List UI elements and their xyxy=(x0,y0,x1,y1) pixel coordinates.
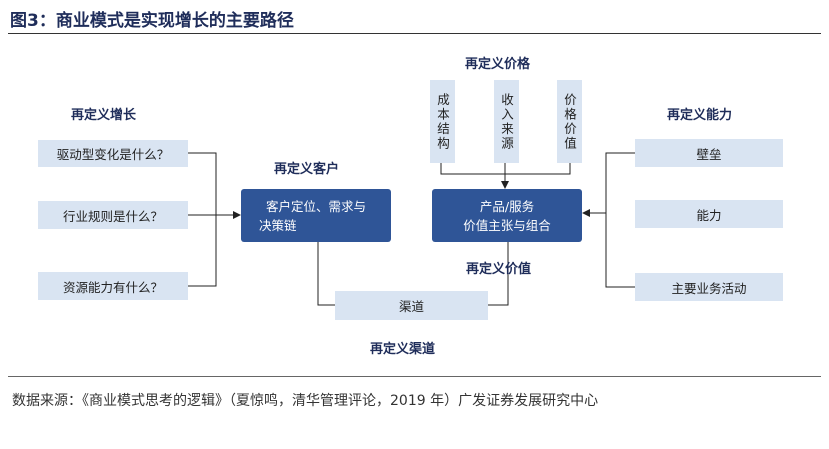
value-box-line-2: 价值主张与组合 xyxy=(463,217,551,233)
capability-item-ability: 能力 xyxy=(635,200,783,228)
bottom-divider xyxy=(8,376,821,377)
top-divider xyxy=(8,33,821,34)
channel-heading: 再定义渠道 xyxy=(370,342,436,357)
growth-heading: 再定义增长 xyxy=(71,108,137,123)
capability-connector xyxy=(605,152,635,288)
growth-question-3: 资源能力有什么？ xyxy=(38,272,188,300)
customer-box-line-1: 客户定位、需求与 xyxy=(265,198,366,214)
price-item-value: 价格价值 xyxy=(557,80,582,163)
customer-channel-connector xyxy=(317,242,335,306)
capability-heading: 再定义能力 xyxy=(667,108,733,123)
customer-box: 客户定位、需求与 决策链 xyxy=(241,189,391,242)
growth-question-2: 行业规则是什么？ xyxy=(38,201,188,229)
capability-item-activities: 主要业务活动 xyxy=(635,273,783,301)
price-item-revenue: 收入来源 xyxy=(494,80,519,163)
value-heading: 再定义价值 xyxy=(466,262,532,277)
value-box-line-1: 产品/服务 xyxy=(479,198,535,214)
channel-value-connector xyxy=(488,242,509,306)
growth-connector xyxy=(188,152,217,287)
customer-heading: 再定义客户 xyxy=(274,162,340,177)
customer-box-line-2: 决策链 xyxy=(259,217,297,233)
growth-question-1: 驱动型变化是什么？ xyxy=(38,140,188,167)
channel-box: 渠道 xyxy=(335,291,488,320)
price-item-cost: 成本结构 xyxy=(430,80,455,163)
source-note: 数据来源：《商业模式思考的逻辑》（夏惊鸣，清华管理评论，2019 年）广发证券发… xyxy=(12,393,599,409)
price-heading: 再定义价格 xyxy=(465,57,531,72)
value-box: 产品/服务 价值主张与组合 xyxy=(432,189,582,242)
capability-item-barrier: 壁垒 xyxy=(635,139,783,167)
figure-title: 图3：商业模式是实现增长的主要路径 xyxy=(10,11,294,31)
